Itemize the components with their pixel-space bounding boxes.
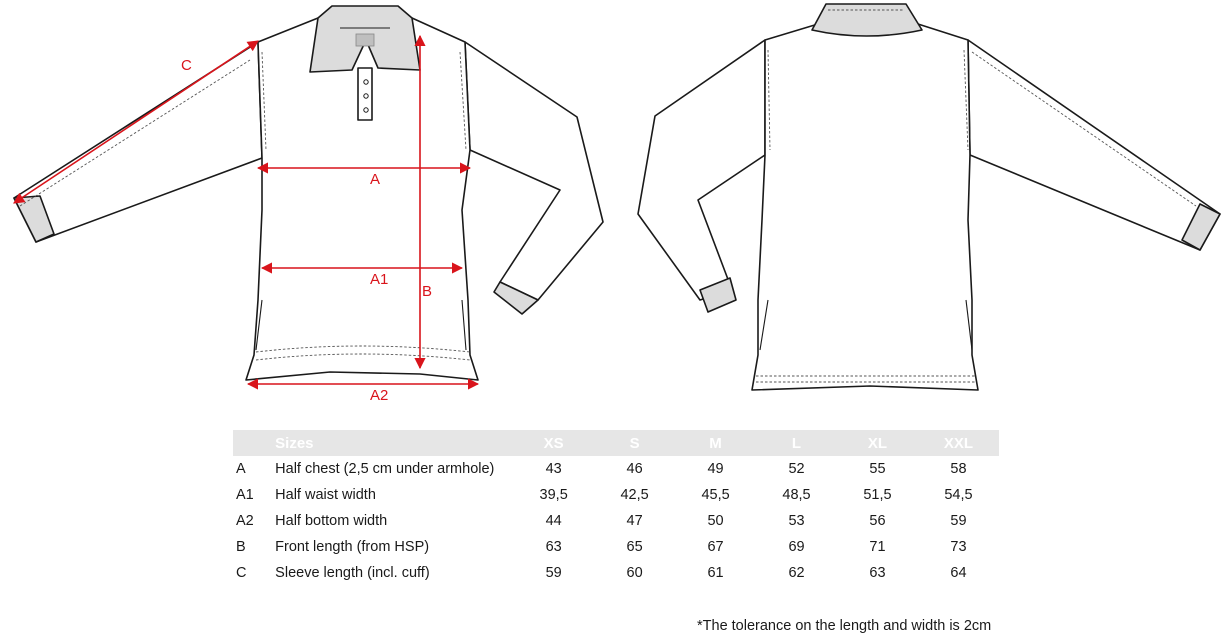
row-value: 52 [788, 461, 805, 477]
row-code: B [236, 539, 246, 555]
row-value: 55 [869, 461, 886, 477]
row-value: 54,5 [944, 487, 973, 503]
front-right-sleeve [464, 41, 604, 301]
back-right-cuff [1181, 203, 1221, 251]
row-value: 65 [626, 539, 643, 555]
row-value: 64 [950, 565, 967, 581]
header-size-l: L [756, 430, 837, 456]
back-view [637, 3, 1221, 391]
table-row: C Sleeve length (incl. cuff) 59 60 61 62… [233, 560, 999, 586]
size-table-header: Sizes XS S M L XL XXL [233, 430, 999, 456]
row-code: A2 [236, 513, 254, 529]
row-value: 45,5 [701, 487, 730, 503]
back-left-cuff [699, 277, 737, 313]
row-value: 71 [869, 539, 886, 555]
back-body [751, 23, 979, 391]
row-value: 58 [950, 461, 967, 477]
row-name: Sleeve length (incl. cuff) [275, 565, 430, 581]
header-size-xs: XS [513, 430, 595, 456]
row-value: 59 [545, 565, 562, 581]
size-table: Sizes XS S M L XL XXL A Half chest (2,5 … [233, 430, 999, 586]
row-value: 51,5 [863, 487, 892, 503]
front-left-sleeve [13, 41, 263, 243]
measure-label-b: B [422, 283, 432, 300]
front-right-cuff [493, 281, 539, 315]
back-collar [811, 3, 923, 37]
measure-line-c [13, 40, 259, 204]
back-right-sleeve [967, 39, 1221, 251]
row-value: 63 [545, 539, 562, 555]
back-left-sleeve [637, 39, 766, 301]
measure-label-a: A [370, 171, 380, 188]
row-value: 48,5 [782, 487, 811, 503]
row-value: 60 [626, 565, 643, 581]
table-row: A Half chest (2,5 cm under armhole) 43 4… [233, 456, 999, 482]
row-value: 39,5 [539, 487, 568, 503]
row-value: 42,5 [620, 487, 649, 503]
row-value: 43 [545, 461, 562, 477]
header-code [233, 430, 276, 456]
row-value: 44 [545, 513, 562, 529]
row-value: 73 [950, 539, 967, 555]
row-value: 56 [869, 513, 886, 529]
header-sizes-label: Sizes [275, 430, 514, 456]
row-value: 46 [626, 461, 643, 477]
header-size-xxl: XXL [917, 430, 999, 456]
front-view [13, 5, 604, 381]
row-value: 50 [707, 513, 724, 529]
measure-label-a1: A1 [370, 271, 388, 288]
header-size-xl: XL [836, 430, 918, 456]
table-row: A1 Half waist width 39,5 42,5 45,5 48,5 … [233, 482, 999, 508]
garment-drawing: C A A1 A2 B [13, 3, 1221, 404]
row-value: 49 [707, 461, 724, 477]
row-name: Front length (from HSP) [275, 539, 430, 555]
table-row: B Front length (from HSP) 63 65 67 69 71… [233, 534, 999, 560]
row-value: 47 [626, 513, 643, 529]
measure-label-a2: A2 [370, 387, 388, 404]
row-value: 63 [869, 565, 886, 581]
row-name: Half bottom width [275, 513, 388, 529]
row-name: Half waist width [275, 487, 376, 503]
row-value: 67 [707, 539, 724, 555]
table-row: A2 Half bottom width 44 47 50 53 56 59 [233, 508, 999, 534]
row-value: 59 [950, 513, 967, 529]
row-code: A [236, 461, 246, 477]
row-value: 53 [788, 513, 805, 529]
row-name: Half chest (2,5 cm under armhole) [275, 461, 495, 477]
row-code: A1 [236, 487, 254, 503]
header-size-m: M [675, 430, 757, 456]
row-value: 62 [788, 565, 805, 581]
measure-label-c: C [181, 57, 192, 74]
measurement-lines: C A A1 A2 B [13, 34, 480, 404]
row-code: C [236, 565, 247, 581]
row-value: 69 [788, 539, 805, 555]
tolerance-footnote: *The tolerance on the length and width i… [697, 618, 992, 634]
header-size-s: S [594, 430, 676, 456]
row-value: 61 [707, 565, 724, 581]
